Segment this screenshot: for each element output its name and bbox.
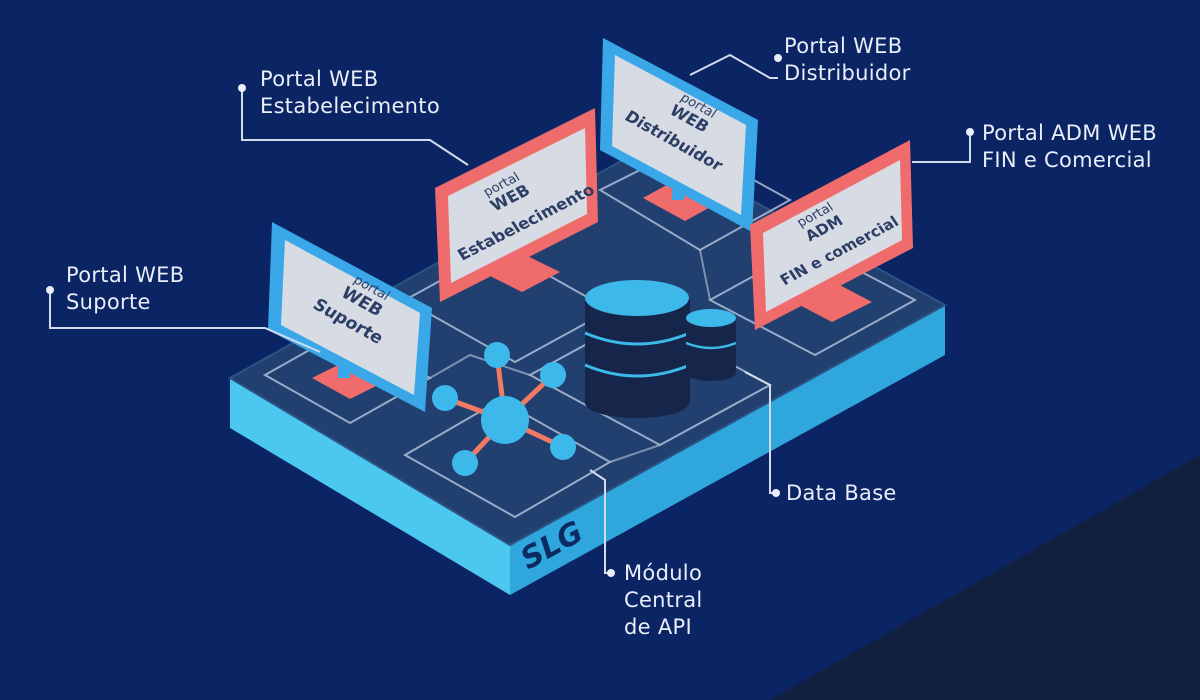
label-adm: Portal ADM WEB FIN e Comercial xyxy=(982,120,1157,174)
db-small-bottom xyxy=(686,365,736,381)
db-small-top xyxy=(686,309,736,327)
monitor-distribuidor: portal WEB Distribuidor xyxy=(600,38,758,232)
monitor-adm: portal ADM FIN e comercial xyxy=(750,140,913,330)
callout-dot-distribuidor xyxy=(774,54,782,62)
monitor-distribuidor-stand xyxy=(643,182,714,221)
monitor-estabelecimento-screen xyxy=(448,128,587,283)
label-api: Módulo Central de API xyxy=(624,560,703,641)
db-large-band-1 xyxy=(584,331,691,346)
label-suporte-line1: Portal WEB xyxy=(66,263,185,287)
label-suporte: Portal WEB Suporte xyxy=(66,262,184,316)
monitor-suporte: portal WEB Suporte xyxy=(268,222,432,412)
label-api-line3: de API xyxy=(624,615,692,639)
trace-4 xyxy=(699,249,711,301)
node-4 xyxy=(550,434,576,460)
trace-1 xyxy=(429,353,531,379)
node-2 xyxy=(484,342,510,368)
node-3 xyxy=(540,362,566,388)
callout-dot-adm xyxy=(966,128,974,136)
label-estabelecimento-line2: Estabelecimento xyxy=(260,94,440,118)
platform-right-side xyxy=(510,305,945,595)
monitor-distribuidor-screen xyxy=(612,55,746,215)
callout-line-estabelecimento xyxy=(241,88,469,166)
db-large-top xyxy=(585,280,689,316)
monitor-suporte-stand xyxy=(312,364,378,399)
label-database: Data Base xyxy=(786,480,897,507)
callout-line-distribuidor xyxy=(689,53,778,79)
db-small-band xyxy=(685,341,737,350)
monitor-suporte-screen xyxy=(281,240,420,395)
label-estabelecimento: Portal WEB Estabelecimento xyxy=(260,66,440,120)
trace-2 xyxy=(609,444,661,463)
label-api-line2: Central xyxy=(624,588,703,612)
background-corner xyxy=(770,455,1200,700)
callout-dot-estabelecimento xyxy=(238,84,246,92)
label-adm-line1: Portal ADM WEB xyxy=(982,121,1157,145)
monitor-adm-screen xyxy=(763,160,902,312)
callout-dot-api xyxy=(607,569,615,577)
label-distribuidor: Portal WEB Distribuidor xyxy=(784,33,911,87)
node-1 xyxy=(432,385,458,411)
label-distribuidor-line1: Portal WEB xyxy=(784,34,903,58)
label-estabelecimento-line1: Portal WEB xyxy=(260,67,379,91)
label-suporte-line2: Suporte xyxy=(66,290,151,314)
callout-dots xyxy=(46,54,974,577)
node-5 xyxy=(452,450,478,476)
hub-node xyxy=(481,396,529,444)
callout-line-adm xyxy=(912,132,971,163)
label-adm-line2: FIN e Comercial xyxy=(982,148,1152,172)
platform-left-side xyxy=(230,378,510,595)
callout-dot-database xyxy=(772,489,780,497)
db-large-band-2 xyxy=(584,363,691,378)
label-api-line1: Módulo xyxy=(624,561,703,585)
label-database-line1: Data Base xyxy=(786,481,897,505)
db-large-bottom xyxy=(585,388,689,418)
database-icon xyxy=(584,280,737,418)
monitor-estabelecimento: portal WEB Estabelecimento xyxy=(435,108,598,302)
api-network xyxy=(432,342,576,476)
label-distribuidor-line2: Distribuidor xyxy=(784,61,911,85)
callout-line-suporte xyxy=(49,290,321,353)
callout-dot-suporte xyxy=(46,286,54,294)
